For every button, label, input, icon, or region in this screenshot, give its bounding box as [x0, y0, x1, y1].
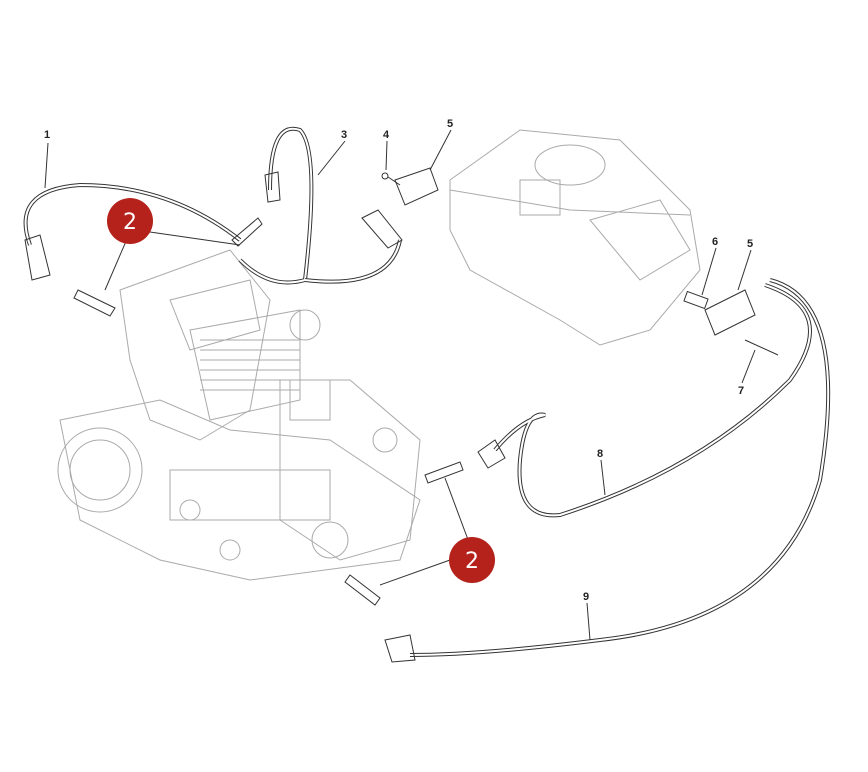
callout-5-left: 5	[447, 118, 453, 130]
badge-label: 2	[123, 210, 137, 235]
ht-lead-8	[477, 283, 812, 518]
badge-label: 2	[465, 549, 479, 574]
engine-outline	[57, 249, 421, 581]
callout-3: 3	[341, 129, 347, 141]
callout-8: 8	[597, 448, 603, 460]
highlight-badge-top[interactable]: 2	[107, 198, 153, 244]
callout-9: 9	[583, 591, 589, 603]
callout-6: 6	[712, 236, 718, 248]
ignition-coil-right	[683, 289, 779, 356]
callout-1: 1	[44, 129, 50, 141]
callout-5-right: 5	[747, 238, 753, 250]
ignition-coil-left	[381, 167, 439, 206]
callout-4: 4	[383, 129, 390, 141]
callout-7: 7	[738, 385, 744, 397]
ht-lead-9	[384, 278, 831, 663]
ht-lead-1	[23, 182, 242, 281]
ht-lead-3	[238, 126, 403, 285]
airbox-outline	[449, 129, 701, 346]
highlight-badge-bottom[interactable]: 2	[449, 537, 495, 583]
leader-lines	[44, 129, 756, 641]
